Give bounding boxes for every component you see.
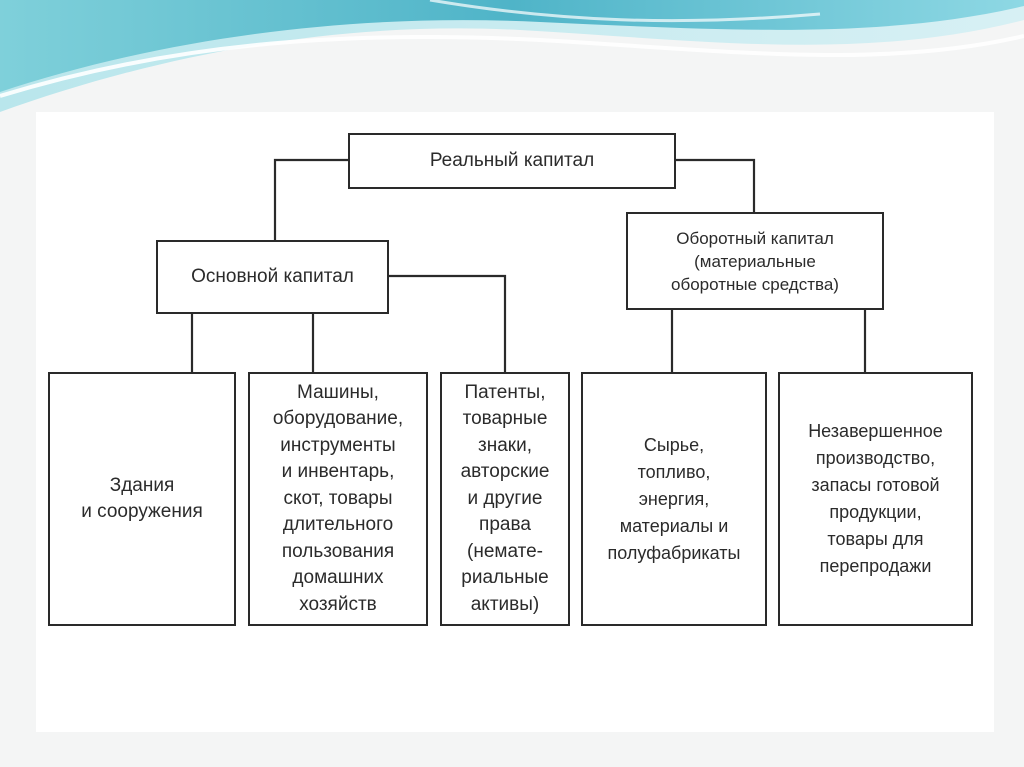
- diagram-panel: Реальный капитал Основной капитал Оборот…: [36, 112, 994, 732]
- leaf-box-work-in-progress: Незавершенное производство, запасы готов…: [778, 372, 973, 626]
- branch-box-working-capital: Оборотный капитал (материальные оборотны…: [626, 212, 884, 310]
- wave-highlight: [0, 34, 1024, 98]
- leaf-box-buildings: Здания и сооружения: [48, 372, 236, 626]
- leaf-box-machinery: Машины, оборудование, инструменты и инве…: [248, 372, 428, 626]
- branch-box-fixed-capital: Основной капитал: [156, 240, 389, 314]
- connector-lines: [190, 158, 867, 372]
- connector-root-to-working-capital: [676, 158, 756, 212]
- leaf-box-patents: Патенты, товарные знаки, авторские и дру…: [440, 372, 570, 626]
- root-box-real-capital: Реальный капитал: [348, 133, 676, 189]
- connector-root-to-fixed-capital: [273, 158, 348, 240]
- leaf-box-raw-materials: Сырье, топливо, энергия, материалы и пол…: [581, 372, 767, 626]
- wave-band-teal: [0, 0, 1024, 92]
- wave-highlight-2: [429, 0, 821, 23]
- connector-fixed-capital-to-patents: [389, 274, 507, 372]
